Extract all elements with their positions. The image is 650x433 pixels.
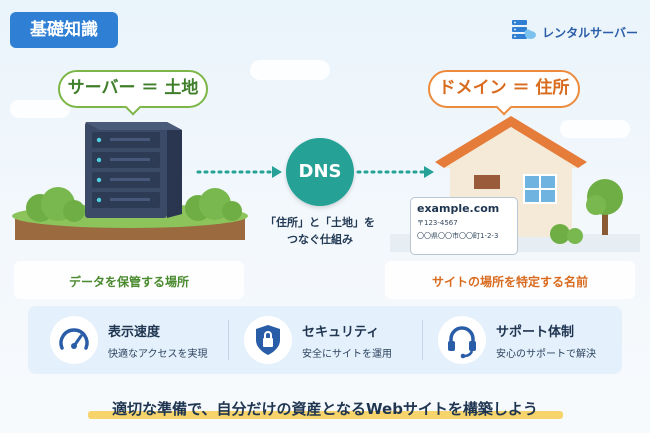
domain-caption-panel [385, 261, 635, 299]
server-rack-icon [85, 122, 182, 218]
feature-divider [228, 320, 229, 360]
server-caption-panel [14, 261, 244, 299]
address-card: example.com 〒123-4567 〇〇県〇〇市〇〇町1-2-3 [410, 197, 518, 255]
feature-security-title: セキュリティ [302, 325, 380, 340]
tagline: 適切な準備で、自分だけの資産となるWebサイトを構築しよう [112, 400, 538, 418]
feature-speed-title: 表示速度 [108, 325, 161, 340]
headset-icon [438, 316, 486, 364]
shield-lock-icon [244, 316, 292, 364]
dns-caption: 「住所」と「土地」を つなぐ仕組み [248, 214, 392, 248]
background-cloud [10, 100, 70, 118]
speedometer-icon [50, 316, 98, 364]
brand-logo: レンタルサーバー [511, 20, 638, 44]
background-cloud [560, 120, 630, 138]
dns-caption-line1: 「住所」と「土地」を [265, 216, 375, 229]
bush-icon [26, 187, 85, 222]
domain-name: example.com [417, 202, 500, 215]
feature-speed-desc: 快適なアクセスを実現 [108, 349, 208, 360]
server-caption: データを保管する場所 [68, 275, 189, 289]
feature-divider [422, 320, 423, 360]
background-cloud [250, 60, 330, 80]
dotted-arrow-right [356, 166, 434, 178]
postal-code: 〒123-4567 [417, 219, 458, 227]
server-illustration [12, 122, 248, 240]
feature-support-title: サポート体制 [496, 325, 575, 340]
dns-caption-line2: つなぐ仕組み [287, 233, 353, 246]
house-icon [435, 116, 587, 237]
street-address: 〇〇県〇〇市〇〇町1-2-3 [417, 232, 499, 240]
bush-icon [185, 188, 242, 221]
tree-icon [586, 179, 623, 235]
category-tag: 基礎知識 [10, 12, 118, 48]
features-panel: 表示速度 快適なアクセスを実現 セキュリティ 安全にサイトを運用 サポート体制 … [28, 306, 622, 374]
tagline-highlight [88, 411, 563, 419]
feature-security-desc: 安全にサイトを運用 [302, 349, 392, 360]
dns-badge: DNS [286, 138, 354, 206]
dotted-arrow-left [196, 166, 282, 178]
feature-speed: 表示速度 快適なアクセスを実現 [40, 306, 225, 374]
server-cloud-icon [511, 19, 537, 45]
feature-support: サポート体制 安心のサポートで解決 [428, 306, 618, 374]
domain-caption: サイトの場所を特定する名前 [431, 275, 588, 289]
brand-name: レンタルサーバー [542, 25, 638, 40]
feature-support-desc: 安心のサポートで解決 [496, 349, 596, 360]
feature-security: セキュリティ 安全にサイトを運用 [234, 306, 419, 374]
